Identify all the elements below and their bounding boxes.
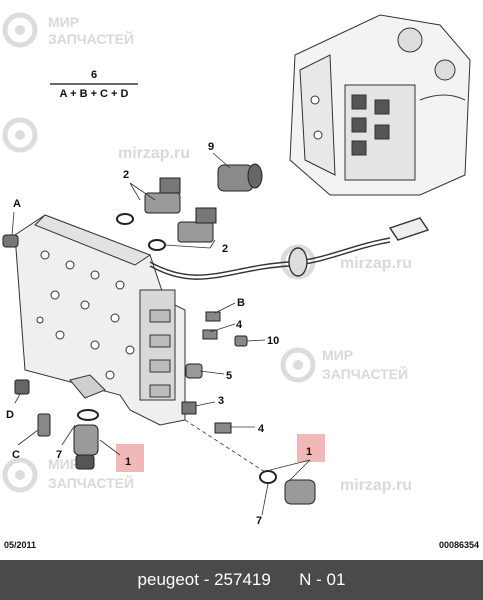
callout-4-upper: 4: [236, 319, 243, 331]
watermark-brand-line1: МИР: [48, 14, 79, 30]
callout-5: 5: [226, 370, 232, 382]
footer-note: N - 01: [299, 570, 346, 589]
part-5-plug: [185, 363, 203, 379]
callout-2-mid: 2: [222, 243, 228, 255]
part-3-clip: [181, 401, 197, 415]
watermark-logo-icon: [2, 12, 38, 48]
callout-7-right: 7: [256, 515, 262, 527]
part-4-bolt-lower: [214, 422, 232, 434]
footer-make: peugeot: [137, 570, 199, 589]
highlight-box-left: [116, 444, 144, 472]
gearbox-overview-drawing: [289, 14, 471, 196]
watermark-brand-line2: ЗАПЧАСТЕЙ: [322, 365, 408, 382]
part-1-sensor-right: [259, 470, 316, 505]
diagram-ref-code: 00086354: [438, 540, 479, 550]
callout-c: C: [12, 449, 20, 461]
watermark-brand-line2: ЗАПЧАСТЕЙ: [48, 474, 134, 491]
watermark-logo-icon: [2, 457, 38, 493]
part-d-plug: [14, 379, 30, 395]
leader-lines: [11, 152, 311, 516]
kit-formula-text: A + B + C + D: [60, 88, 129, 100]
part-2-solenoid-lower: [148, 207, 217, 251]
part-a-plug: [2, 234, 19, 248]
watermark-url: mirzap.ru: [340, 255, 412, 272]
callout-b: B: [237, 297, 245, 309]
part-2-solenoid-upper: [116, 177, 181, 225]
callout-4-lower: 4: [258, 423, 265, 435]
watermark-brand-line1: МИР: [48, 456, 79, 472]
part-9-sensor: [217, 163, 263, 192]
watermark-url: mirzap.ru: [340, 477, 412, 494]
watermark-brand-line1: МИР: [322, 347, 353, 363]
callout-d: D: [6, 409, 14, 421]
callout-7-left: 7: [56, 449, 62, 461]
footer-bar: peugeot - 257419 N - 01: [0, 560, 483, 600]
part-b-bolt: [205, 311, 221, 322]
wiring-harness-drawing: [149, 217, 430, 280]
part-c-plug: [37, 413, 51, 437]
watermark-logo-icon: [2, 117, 38, 153]
callout-9: 9: [208, 141, 214, 153]
highlight-box-right: [297, 434, 325, 462]
watermark-brand-line2: ЗАПЧАСТЕЙ: [48, 30, 134, 47]
part-4-bolt-upper: [202, 329, 218, 340]
valve-body-plate-drawing: [14, 214, 186, 426]
diagram-date: 05/2011: [4, 540, 37, 550]
kit-formula-number: 6: [91, 69, 97, 81]
footer-part-number: 257419: [214, 570, 271, 589]
callout-1-left: 1: [125, 456, 131, 468]
part-10-plug: [234, 335, 248, 347]
exploded-parts-diagram: МИР ЗАПЧАСТЕЙ mirzap.ru mirzap.ru МИР ЗА…: [2, 12, 471, 527]
callout-2-top: 2: [123, 169, 129, 181]
callout-3: 3: [218, 395, 224, 407]
watermark-logo-icon: [280, 347, 316, 383]
callout-a: A: [13, 198, 21, 210]
watermark-url: mirzap.ru: [118, 145, 190, 162]
callout-1-right: 1: [306, 446, 312, 458]
callout-10: 10: [267, 335, 279, 347]
part-1-sensor-left: [73, 409, 99, 470]
